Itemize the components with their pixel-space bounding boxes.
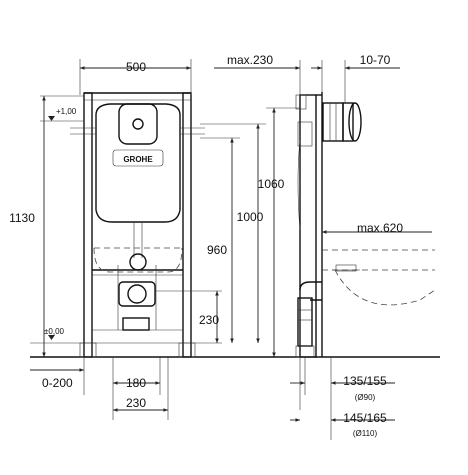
flush-plate-opening [118,103,158,145]
drain-bend [122,317,150,331]
dim-10-70: 10-70 [360,53,391,67]
dim-diameter-110: (Ø110) [353,429,378,438]
frame-right-upright [182,92,192,358]
water-inlet-right [180,127,205,135]
drain-elbow [299,281,322,301]
drain-connector [118,281,156,307]
cistern [95,103,181,223]
side-view: max.230 10-70 max.620 135/155 (Ø90) 145/… [214,53,436,440]
logo-badge [112,149,164,167]
front-view: GROHE 500 1130 +1,00 ±0,00 960 [9,59,440,420]
flush-connector [129,253,147,271]
level-mark-top: +1,00 [56,107,77,116]
bowl-outline-front [93,247,183,273]
dim-width-500: 500 [126,60,146,74]
flush-valve-icon [132,118,144,130]
side-frame [299,94,317,358]
dim-offset-0-200: 0-200 [42,376,73,390]
dim-height-1060: 1060 [258,177,285,191]
water-inlet-left [70,127,96,135]
level-mark-floor: ±0,00 [44,327,65,336]
dim-height-1130: 1130 [9,211,35,225]
dim-height-960: 960 [207,243,227,257]
flush-button [348,102,362,142]
drain-pipe-icon [127,284,147,304]
dim-height-1000: 1000 [237,210,264,224]
foot-right [178,342,196,358]
side-cistern-valve [297,121,313,147]
bowl-outline-side [322,249,436,306]
frame-left-upright [83,92,93,358]
logo-text: GROHE [123,155,153,164]
dim-spacing-230: 230 [126,396,146,410]
dim-135-155: 135/155 [343,374,387,388]
dim-height-230: 230 [199,313,219,327]
dim-max-230: max.230 [227,53,273,67]
dim-diameter-90: (Ø90) [355,393,376,402]
flush-plate [322,102,344,142]
foot-left [79,342,97,358]
dim-max-620: max.620 [357,221,403,235]
dim-145-165: 145/165 [343,411,387,425]
dim-spacing-180: 180 [126,376,146,390]
